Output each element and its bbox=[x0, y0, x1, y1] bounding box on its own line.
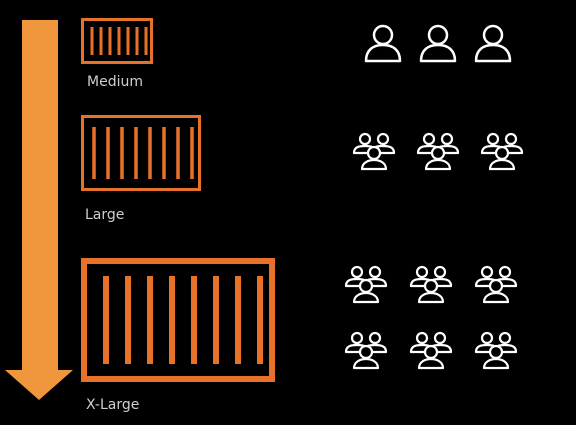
container-xlarge bbox=[81, 258, 275, 382]
container-large bbox=[81, 115, 201, 191]
group-of-people-icon bbox=[474, 331, 518, 370]
container-large-frame bbox=[81, 115, 201, 191]
container-xlarge-slats bbox=[103, 276, 263, 364]
group-of-people-icon bbox=[409, 265, 453, 304]
group-of-people-icon bbox=[474, 265, 518, 304]
label-medium: Medium bbox=[87, 74, 143, 90]
container-medium-frame bbox=[81, 18, 153, 64]
down-arrow-icon bbox=[5, 20, 73, 400]
container-medium-slats bbox=[90, 27, 148, 55]
container-medium bbox=[81, 18, 153, 64]
group-of-people-icon bbox=[352, 132, 396, 171]
group-of-people-icon bbox=[344, 331, 388, 370]
person-icon bbox=[419, 24, 457, 63]
users-large bbox=[352, 132, 524, 171]
group-of-people-icon bbox=[480, 132, 524, 171]
group-of-people-icon bbox=[409, 331, 453, 370]
container-large-slats bbox=[92, 127, 194, 179]
label-xlarge: X-Large bbox=[86, 397, 140, 413]
users-xlarge bbox=[344, 265, 518, 370]
group-of-people-icon bbox=[344, 265, 388, 304]
person-icon bbox=[474, 24, 512, 63]
container-xlarge-frame bbox=[81, 258, 275, 382]
group-of-people-icon bbox=[416, 132, 460, 171]
person-icon bbox=[364, 24, 402, 63]
users-medium bbox=[364, 24, 512, 63]
label-large: Large bbox=[85, 207, 125, 223]
